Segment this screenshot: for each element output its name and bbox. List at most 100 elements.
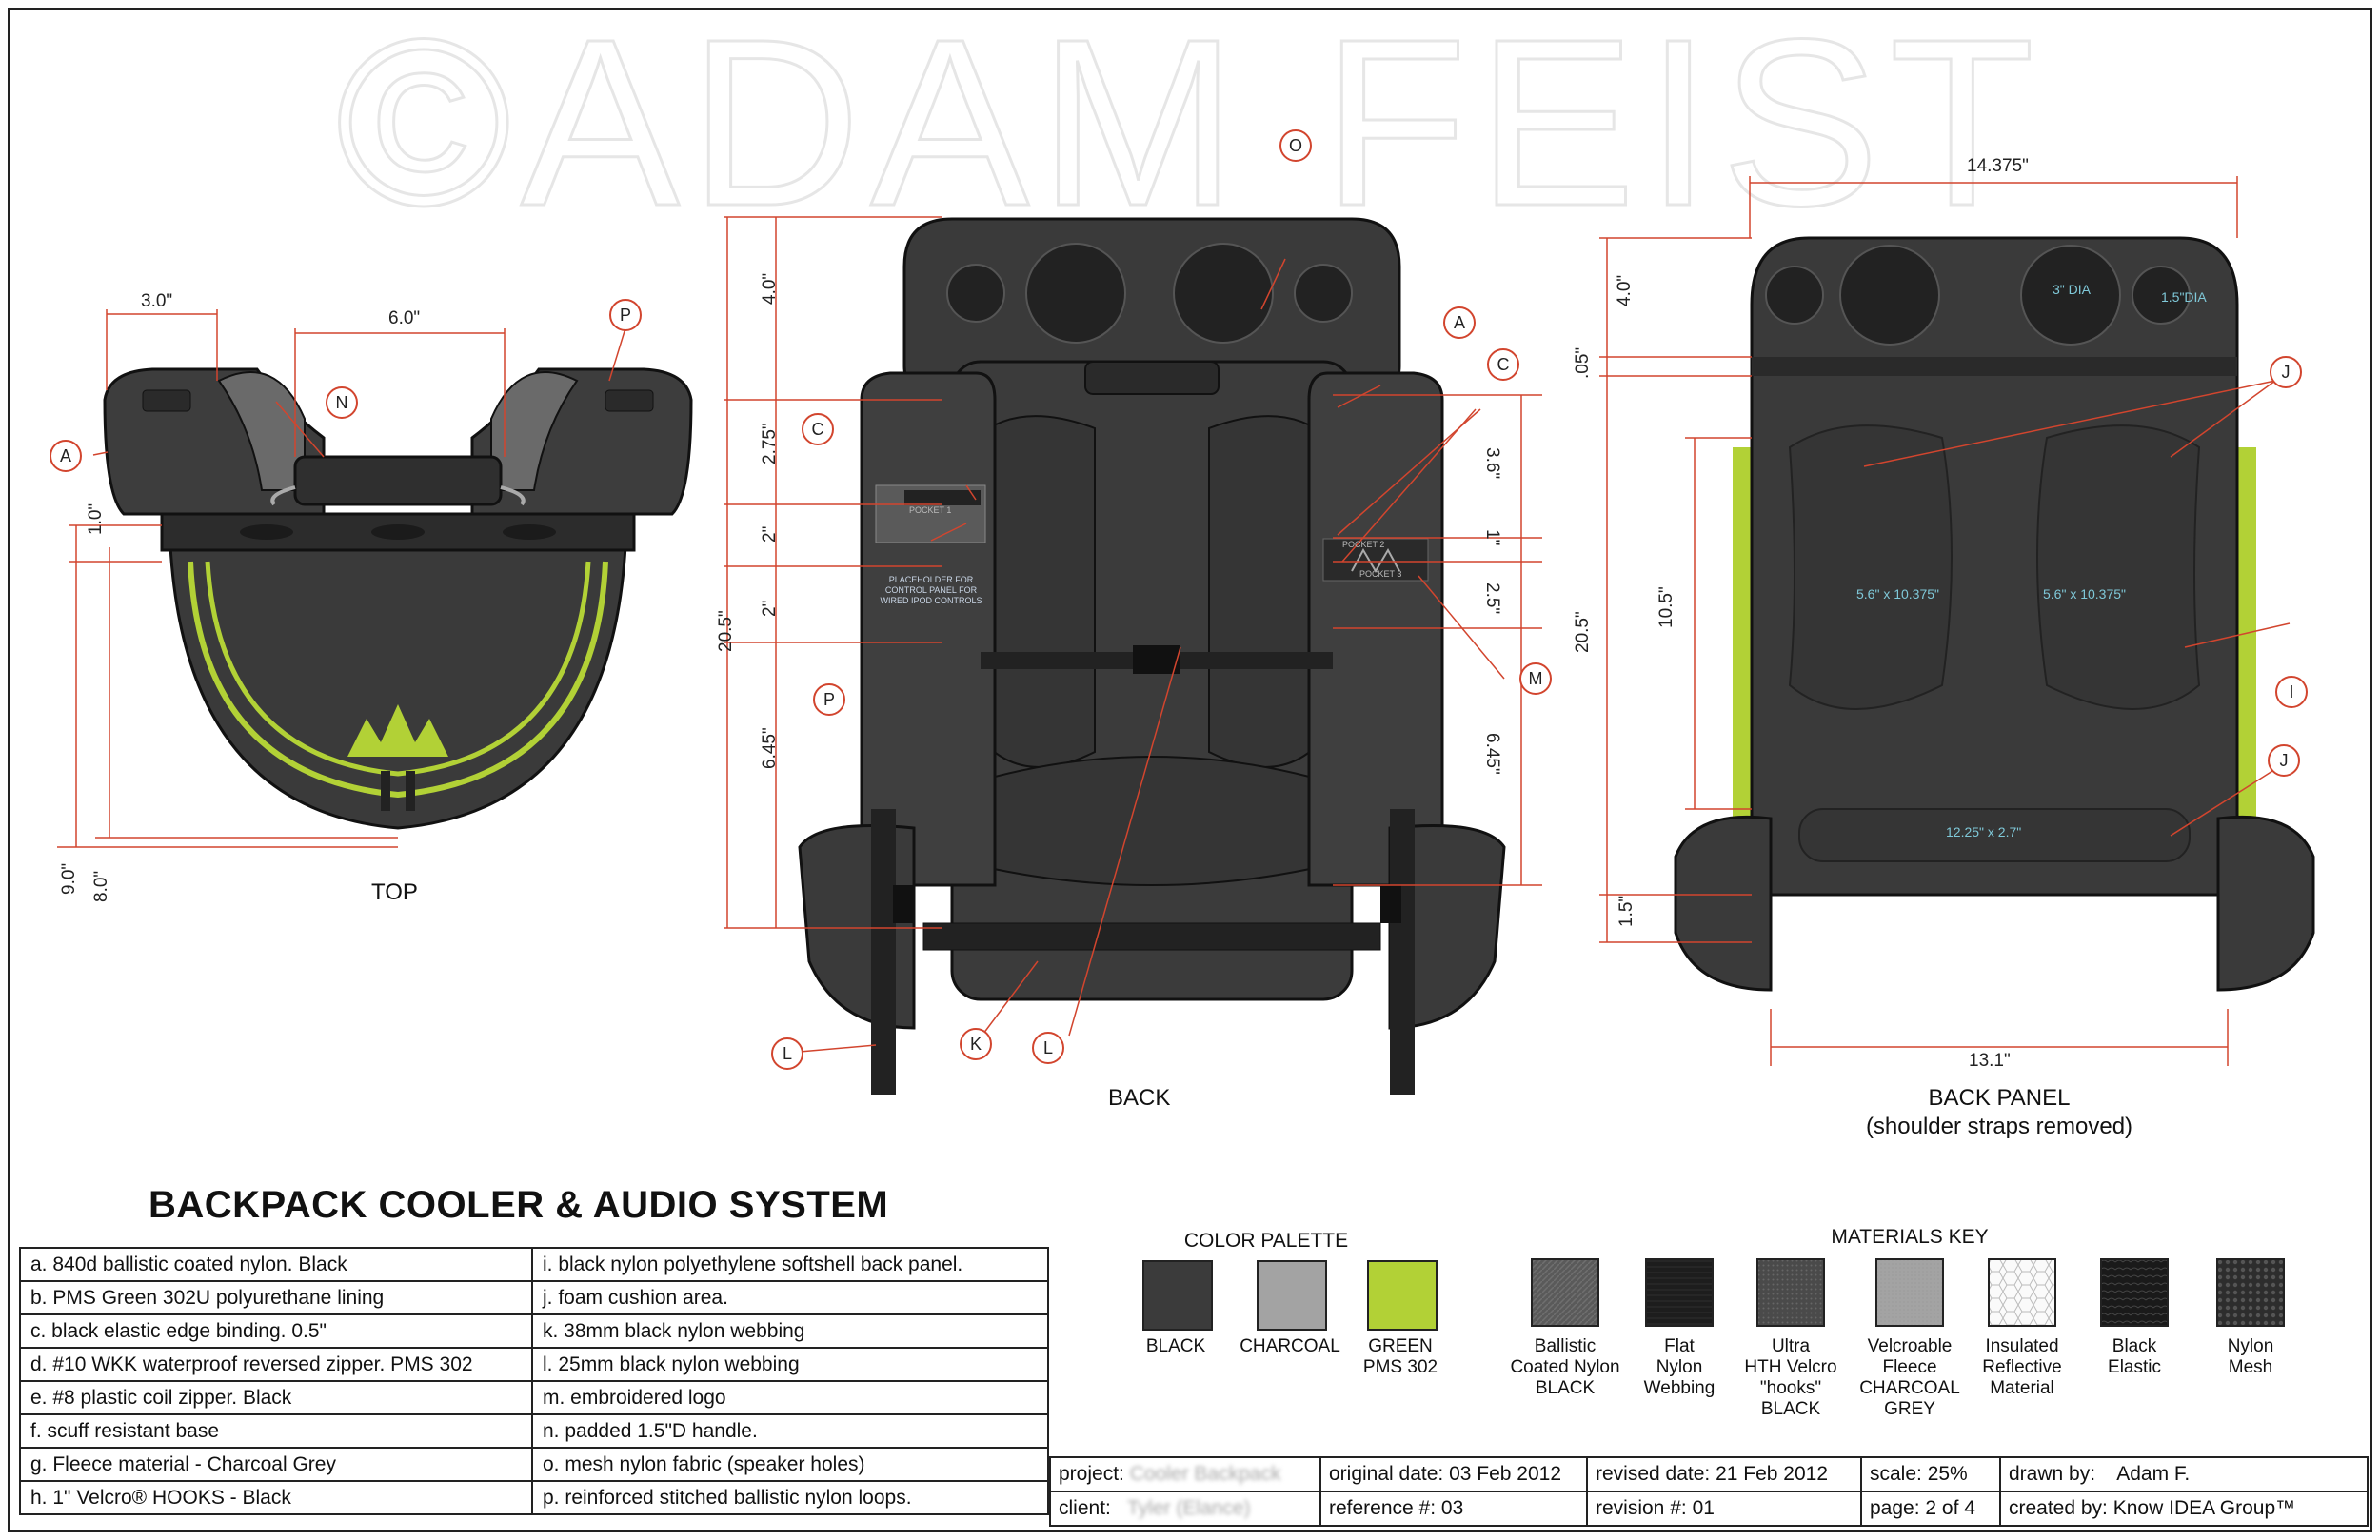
- material-label: Insulated Reflective Material: [1982, 1336, 2062, 1398]
- callout-a-back: A: [1443, 306, 1476, 339]
- spec-right-cell: m. embroidered logo: [531, 1380, 1049, 1415]
- spec-right-cell: j. foam cushion area.: [531, 1280, 1049, 1315]
- callout-a-top: A: [50, 440, 82, 472]
- back-dim-1: 1": [1482, 529, 1502, 546]
- spec-left-cell: h. 1" Velcro® HOOKS - Black: [19, 1480, 533, 1515]
- pocket-1-label: POCKET 1: [909, 505, 952, 515]
- palette-swatch: [1257, 1260, 1327, 1331]
- materials-key-heading: MATERIALS KEY: [1831, 1226, 1989, 1248]
- callout-j-top: J: [2270, 356, 2302, 388]
- sheet-border: [8, 8, 2372, 1532]
- callout-k: K: [960, 1028, 992, 1060]
- callout-p-back: P: [813, 683, 845, 716]
- revision-label: revision #:: [1596, 1497, 1687, 1519]
- material-swatch: [2216, 1258, 2285, 1327]
- spec-right-cell: p. reinforced stitched ballistic nylon l…: [531, 1480, 1049, 1515]
- scale-cell: scale: 25%: [1860, 1456, 2001, 1492]
- panel-dim-4: 4.0": [1615, 274, 1635, 306]
- back-panel-drawing: [1599, 176, 2315, 1066]
- palette-label: BLACK: [1145, 1336, 1206, 1356]
- color-palette-heading: COLOR PALETTE: [1183, 1230, 1349, 1252]
- spec-right-cell: k. 38mm black nylon webbing: [531, 1313, 1049, 1349]
- panel-dim-10-5: 10.5": [1656, 586, 1676, 628]
- project-value: Cooler Backpack: [1129, 1463, 1281, 1485]
- cushion-right-size: 5.6" x 10.375": [2043, 586, 2127, 602]
- callout-i: I: [2275, 676, 2308, 708]
- panel-dim-14-375: 14.375": [1967, 156, 2029, 176]
- top-dim-6: 6.0": [388, 308, 421, 328]
- cushion-bottom-size: 12.25" x 2.7": [1946, 824, 2022, 839]
- reference-value: 03: [1440, 1497, 1464, 1519]
- revision-cell: revision #: 01: [1586, 1491, 1862, 1527]
- page-cell: page: 2 of 4: [1860, 1491, 2001, 1527]
- palette-swatch: [1367, 1260, 1438, 1331]
- spec-left-cell: f. scuff resistant base: [19, 1413, 533, 1449]
- speaker-3-dia: 3" DIA: [2053, 282, 2091, 297]
- drawing-title: BACKPACK COOLER & AUDIO SYSTEM: [149, 1184, 889, 1226]
- material-swatch: [1988, 1258, 2056, 1327]
- panel-dim-05: .05": [1573, 346, 1593, 379]
- back-view-label: BACK: [1108, 1085, 1171, 1111]
- spec-left-cell: d. #10 WKK waterproof reversed zipper. P…: [19, 1347, 533, 1382]
- callout-o: O: [1279, 129, 1312, 162]
- material-label: Ultra HTH Velcro "hooks" BLACK: [1744, 1336, 1837, 1419]
- back-panel-label: BACK PANEL: [1928, 1085, 2071, 1111]
- speaker-1-5-dia: 1.5"DIA: [2161, 289, 2207, 305]
- revised-date-value: 21 Feb 2012: [1716, 1463, 1829, 1485]
- spec-left-cell: e. #8 plastic coil zipper. Black: [19, 1380, 533, 1415]
- back-dim-2b: 2": [760, 600, 780, 617]
- back-dim-2a: 2": [760, 525, 780, 543]
- drawn-by-label: drawn by:: [2009, 1463, 2096, 1485]
- back-dim-2-75: 2.75": [760, 423, 780, 464]
- spec-left-cell: a. 840d ballistic coated nylon. Black: [19, 1247, 533, 1282]
- callout-l-left: L: [771, 1037, 803, 1070]
- spec-left-cell: g. Fleece material - Charcoal Grey: [19, 1447, 533, 1482]
- panel-dim-1-5: 1.5": [1616, 895, 1636, 927]
- client-label: client:: [1059, 1497, 1111, 1519]
- material-swatch: [2100, 1258, 2169, 1327]
- created-by-value: Know IDEA Group™: [2112, 1497, 2296, 1519]
- revised-date-cell: revised date: 21 Feb 2012: [1586, 1456, 1862, 1492]
- spec-right-cell: n. padded 1.5"D handle.: [531, 1413, 1049, 1449]
- panel-dim-20-5: 20.5": [1573, 611, 1593, 653]
- client-value: Tyler (Elance): [1126, 1497, 1251, 1519]
- created-by-label: created by:: [2009, 1497, 2108, 1519]
- callout-m: M: [1519, 662, 1552, 695]
- back-dim-3-6: 3.6": [1482, 447, 1502, 480]
- top-dim-9: 9.0": [59, 862, 79, 895]
- watermark-logo: ©ADAM FEIST: [334, 10, 2035, 228]
- top-dim-1: 1.0": [86, 503, 106, 535]
- page-label: page:: [1870, 1497, 1920, 1519]
- back-dim-6-45: 6.45": [760, 727, 780, 769]
- orig-date-value: 03 Feb 2012: [1449, 1463, 1562, 1485]
- top-dim-3: 3.0": [141, 291, 173, 311]
- back-panel-sublabel: (shoulder straps removed): [1865, 1114, 2133, 1139]
- material-swatch: [1875, 1258, 1944, 1327]
- material-swatch: [1645, 1258, 1714, 1327]
- back-view-drawing: [724, 216, 1542, 1095]
- spec-left-cell: c. black elastic edge binding. 0.5": [19, 1313, 533, 1349]
- orig-date-label: original date:: [1329, 1463, 1444, 1485]
- material-label: Ballistic Coated Nylon BLACK: [1510, 1336, 1620, 1398]
- palette-label: CHARCOAL: [1240, 1336, 1340, 1356]
- material-label: Nylon Mesh: [2227, 1336, 2274, 1377]
- callout-c-back-right: C: [1487, 348, 1519, 381]
- pocket-2-label: POCKET 2: [1342, 540, 1385, 549]
- callout-j-bottom: J: [2268, 744, 2300, 777]
- callout-c-back-left: C: [802, 413, 834, 445]
- palette-label: GREEN PMS 302: [1362, 1336, 1438, 1377]
- material-swatch: [1756, 1258, 1825, 1327]
- callout-l-right: L: [1032, 1032, 1064, 1064]
- control-panel-placeholder: PLACEHOLDER FOR CONTROL PANEL FOR WIRED …: [880, 575, 982, 605]
- back-dim-4: 4.0": [760, 272, 780, 305]
- spec-row: c. black elastic edge binding. 0.5"k. 38…: [19, 1313, 1049, 1349]
- material-label: Black Elastic: [2108, 1336, 2161, 1377]
- revision-value: 01: [1692, 1497, 1715, 1519]
- panel-dim-13-1: 13.1": [1969, 1051, 2011, 1071]
- back-dim-6-45b: 6.45": [1482, 733, 1502, 775]
